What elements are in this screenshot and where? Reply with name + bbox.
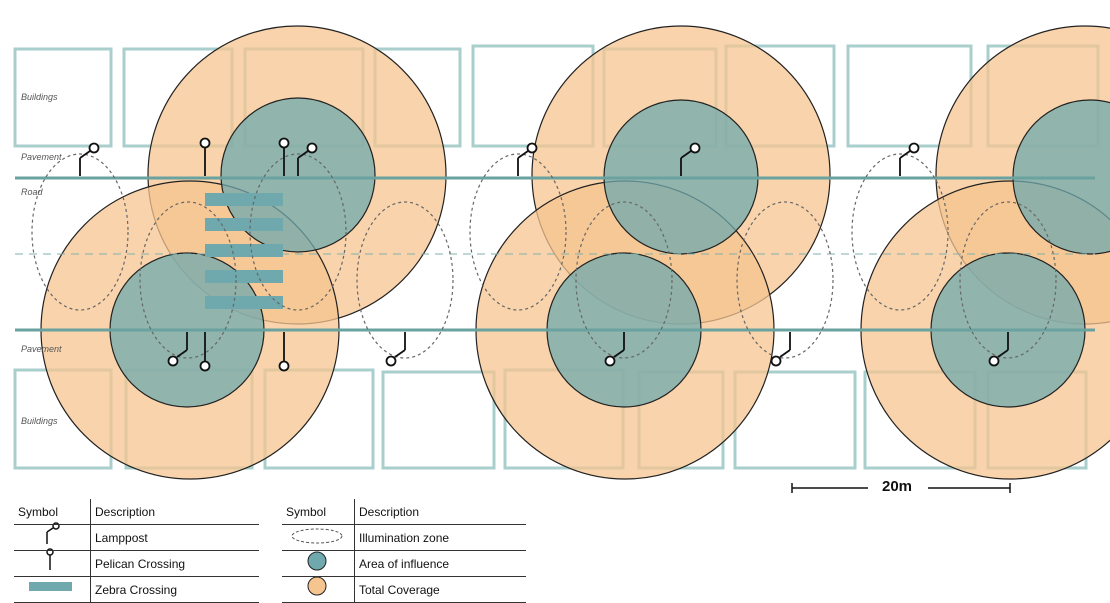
legend-description: Total Coverage <box>354 576 526 603</box>
illumination-zone <box>31 153 129 311</box>
buildings-label-top: Buildings <box>21 92 58 102</box>
legend-symbol-cell <box>282 576 355 603</box>
lamppost-icon <box>770 332 791 367</box>
zebra-stripe <box>205 193 283 206</box>
lamppost-icon <box>680 142 701 176</box>
legend-description: Area of influence <box>354 550 526 577</box>
lamppost-icon <box>899 142 920 176</box>
scale-bar <box>791 483 1011 493</box>
lamppost-icon <box>79 142 100 176</box>
pelican-crossing-icon <box>199 332 211 372</box>
pavement-label-top: Pavement <box>21 152 62 162</box>
pelican-crossings-top <box>199 137 290 176</box>
zebra-stripe <box>205 296 283 309</box>
legend-symbol-cell <box>14 550 91 577</box>
legend-symbol-cell <box>282 550 355 577</box>
legend-description: Pelican Crossing <box>90 550 259 577</box>
legend-header-symbol: Symbol <box>14 499 91 525</box>
legend-description: Lamppost <box>90 524 259 551</box>
legend-header-symbol: Symbol <box>282 499 355 525</box>
building <box>381 370 496 470</box>
illumination-zone <box>356 201 454 359</box>
legend-description: Zebra Crossing <box>90 576 259 603</box>
lampposts-top <box>79 142 920 176</box>
zebra-stripe <box>205 244 283 257</box>
zebra-crossing <box>205 193 283 309</box>
lamppost-icon <box>297 142 318 176</box>
lamppost-icon <box>604 332 625 367</box>
legend-description: Illumination zone <box>354 524 526 551</box>
scale-label: 20m <box>882 478 913 495</box>
lamppost-icon <box>517 142 538 176</box>
pelican-crossing-icon <box>199 137 211 176</box>
zebra-stripe <box>205 218 283 231</box>
pelican-crossings-bottom <box>199 332 290 372</box>
legend-symbol-cell <box>282 524 355 551</box>
total-coverage-group <box>40 25 1110 480</box>
legend-symbol-cell <box>14 524 91 551</box>
illumination-zone <box>139 201 237 359</box>
illumination-zone <box>469 153 567 311</box>
legend-table-right: Symbol Description Illumination zone Are… <box>282 499 526 603</box>
illumination-zone <box>736 201 834 359</box>
legend-table-left: Symbol Description Lamppost Pelican Cros… <box>14 499 259 603</box>
building <box>13 47 113 148</box>
buildings-label-bottom: Buildings <box>21 416 58 426</box>
lamppost-icon <box>167 332 188 367</box>
pavement-label-bottom: Pavement <box>21 344 62 354</box>
pelican-crossing-icon <box>278 332 290 372</box>
legend-header-description: Description <box>90 499 259 525</box>
road-label: Road <box>21 187 43 197</box>
pelican-crossing-icon <box>278 137 290 176</box>
illumination-zone <box>851 153 949 311</box>
illumination-zone <box>959 201 1057 359</box>
zebra-stripe <box>205 270 283 283</box>
lampposts-bottom <box>167 332 1009 367</box>
lamppost-icon <box>988 332 1009 367</box>
legend-symbol-cell <box>14 576 91 603</box>
illumination-zones <box>31 153 1057 359</box>
illumination-zone <box>575 201 673 359</box>
legend-header-description: Description <box>354 499 526 525</box>
illumination-zone <box>249 153 347 311</box>
lamppost-icon <box>385 332 406 367</box>
